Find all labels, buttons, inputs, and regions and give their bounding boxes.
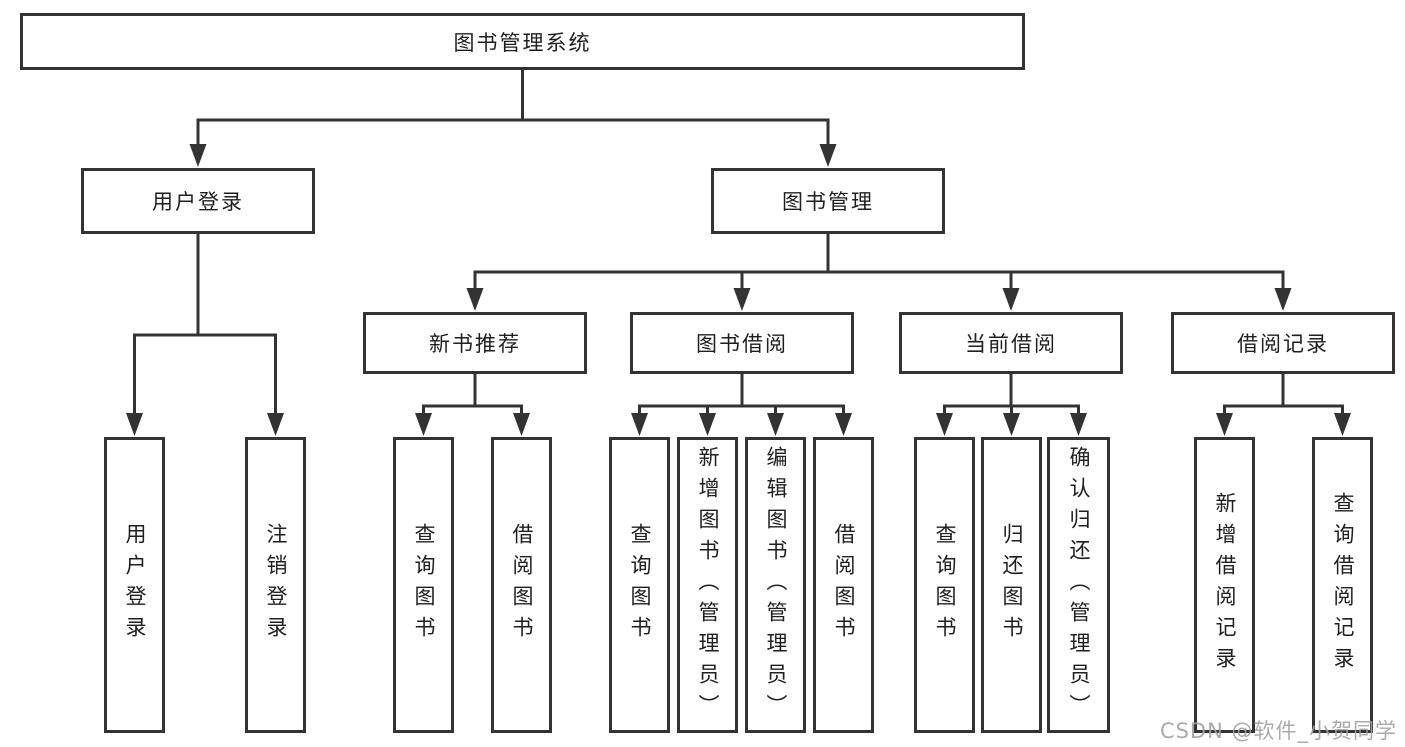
leaf-borrow-books-1-label: 借阅图书 [510,523,534,647]
node-book-borrow-label: 图书借阅 [696,332,788,356]
node-book-management-label: 图书管理 [782,190,874,214]
node-new-book-recommend-label: 新书推荐 [429,332,521,356]
arrowhead-icon [189,144,207,167]
connector-path [133,232,277,419]
leaf-add-books-admin: 新增图书（管理员） [677,437,738,733]
arrowhead-icon [819,144,837,167]
arrowhead-icon [1274,288,1292,311]
leaf-borrow-books-1: 借阅图书 [491,437,552,733]
connector-path [422,372,523,419]
leaf-query-books-3-label: 查询图书 [933,523,957,647]
leaf-return-books-label: 归还图书 [1000,523,1024,647]
node-user-login-label: 用户登录 [152,190,244,214]
node-root-label: 图书管理系统 [453,30,592,55]
leaf-query-borrow-record: 查询借阅记录 [1312,437,1373,733]
leaf-add-borrow-record: 新增借阅记录 [1194,437,1255,733]
leaf-confirm-return-admin-label: 确认归还（管理员） [1067,445,1091,725]
arrowhead-icon [699,413,716,436]
leaf-borrow-books-2: 借阅图书 [813,437,874,733]
arrowhead-icon [835,413,852,436]
leaf-user-login: 用户登录 [104,437,165,733]
arrowhead-icon [1003,413,1020,436]
node-borrow-records-label: 借阅记录 [1237,332,1329,356]
arrowhead-icon [1002,288,1020,311]
connector-path [473,232,1285,294]
leaf-return-books: 归还图书 [981,437,1042,733]
leaf-add-borrow-record-label: 新增借阅记录 [1213,492,1237,678]
connector-path [1223,372,1344,419]
connector-path [196,68,830,150]
arrowhead-icon [631,413,648,436]
node-current-borrow: 当前借阅 [899,312,1123,374]
leaf-logout-label: 注销登录 [264,523,288,647]
arrowhead-icon [415,413,432,436]
leaf-add-books-admin-label: 新增图书（管理员） [696,445,720,725]
leaf-edit-books-admin: 编辑图书（管理员） [745,437,806,733]
leaf-query-books-1: 查询图书 [393,437,454,733]
arrowhead-icon [513,413,530,436]
node-new-book-recommend: 新书推荐 [363,312,587,374]
leaf-query-borrow-record-label: 查询借阅记录 [1331,492,1355,678]
leaf-logout: 注销登录 [245,437,306,733]
node-current-borrow-label: 当前借阅 [965,332,1057,356]
arrowhead-icon [733,288,751,311]
leaf-query-books-3: 查询图书 [914,437,975,733]
arrowhead-icon [1070,413,1087,436]
leaf-confirm-return-admin: 确认归还（管理员） [1047,437,1110,733]
arrowhead-icon [267,413,284,436]
leaf-query-books-2: 查询图书 [609,437,670,733]
node-borrow-records: 借阅记录 [1171,312,1395,374]
leaf-query-books-2-label: 查询图书 [628,523,652,647]
leaf-edit-books-admin-label: 编辑图书（管理员） [764,445,788,725]
node-user-login: 用户登录 [81,168,315,234]
node-book-management: 图书管理 [711,168,945,234]
arrowhead-icon [936,413,953,436]
csdn-watermark: CSDN @软件_小贺同学 [1159,719,1397,743]
arrowhead-icon [1216,413,1233,436]
arrowhead-icon [767,413,784,436]
connector-path [943,372,1080,419]
arrowhead-icon [126,413,143,436]
connector-path [638,372,845,419]
arrowhead-icon [1334,413,1351,436]
leaf-query-books-1-label: 查询图书 [412,523,436,647]
node-root: 图书管理系统 [20,13,1025,70]
leaf-borrow-books-2-label: 借阅图书 [832,523,856,647]
leaf-user-login-label: 用户登录 [123,523,147,647]
arrowhead-icon [466,288,484,311]
node-book-borrow: 图书借阅 [630,312,854,374]
